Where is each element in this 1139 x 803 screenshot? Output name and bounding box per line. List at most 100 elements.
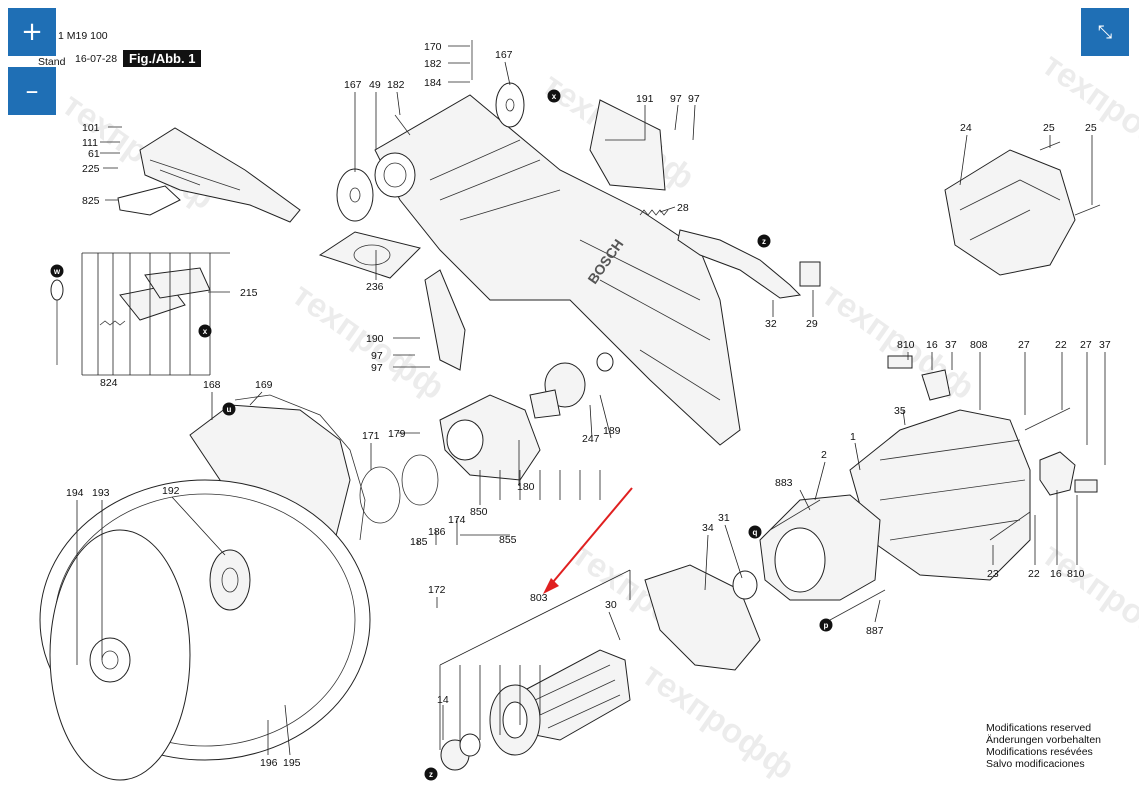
callout: 887: [866, 625, 884, 637]
brush-holder-part: [921, 369, 951, 401]
modifications-line: Modifications resévées: [986, 746, 1093, 758]
fit-to-screen-button[interactable]: ⤡: [1081, 8, 1129, 56]
callout: 180: [517, 481, 535, 493]
gear-housing-part: [944, 149, 1076, 276]
document-date: 16-07-28: [75, 53, 118, 65]
callout: 824: [100, 377, 118, 389]
plus-icon: +: [21, 17, 43, 47]
callout: 97: [688, 93, 700, 105]
ring-part: [359, 466, 401, 524]
svg-text:x: x: [203, 327, 208, 336]
callout: 61: [88, 148, 100, 160]
callout: 190: [366, 333, 384, 345]
reference-marks: x x w u z q p z: [50, 89, 833, 781]
callout: 31: [718, 512, 730, 524]
watermark: техпрофф: [635, 655, 801, 787]
callout: 247: [582, 433, 600, 445]
callout: 32: [765, 318, 777, 330]
callout: 111: [82, 137, 98, 149]
callout: 30: [605, 599, 617, 611]
callout-labels: 170 182 184 167 167 49 182 191 97 97 101…: [66, 41, 1111, 769]
callout: 171: [362, 430, 380, 442]
watermark: техпрофф: [1035, 535, 1139, 667]
callout: 825: [82, 195, 100, 207]
document-number: 1 M19 100: [58, 30, 108, 42]
modifications-line: Modifications reserved: [986, 722, 1092, 734]
callout: 167: [495, 49, 513, 61]
callout: 803: [530, 592, 548, 604]
washer-part: [336, 168, 374, 222]
guard-link-part: [234, 394, 366, 541]
modifications-line: Salvo modificaciones: [986, 758, 1085, 770]
callout: 195: [283, 757, 301, 769]
zoom-in-button[interactable]: +: [8, 8, 56, 56]
brush-holder-part: [1039, 451, 1076, 496]
callout: 16: [926, 339, 938, 351]
callout: 37: [945, 339, 957, 351]
callout: 184: [424, 77, 442, 89]
stand-label: Stand: [38, 56, 66, 68]
rail-part: [424, 269, 466, 371]
callout: 97: [371, 350, 383, 362]
brush-part: [1074, 479, 1098, 493]
gear-shaft-part: [529, 352, 614, 419]
callout: 25: [1085, 122, 1097, 134]
callout: 1: [850, 431, 856, 443]
callout: 810: [1067, 568, 1085, 580]
callout: 22: [1055, 339, 1067, 351]
callout: 27: [1018, 339, 1030, 351]
callout: 97: [670, 93, 682, 105]
svg-text:u: u: [227, 405, 232, 414]
svg-text:q: q: [753, 528, 758, 537]
ring-part: [401, 454, 439, 506]
callout: 2: [821, 449, 827, 461]
bracket-part: [589, 99, 666, 191]
callout: 174: [448, 514, 466, 526]
callout: 196: [260, 757, 278, 769]
reference-mark-u: u: [222, 402, 236, 416]
callout: 22: [1028, 568, 1040, 580]
callout: 169: [255, 379, 273, 391]
bearing-part: [732, 570, 758, 600]
callout: 23: [987, 568, 999, 580]
collapse-arrows-icon: ⤡: [1097, 21, 1113, 43]
lever-part: [677, 229, 802, 299]
callout: 172: [428, 584, 446, 596]
callout: 25: [1043, 122, 1055, 134]
callout: 49: [369, 79, 381, 91]
reference-mark-w: w: [50, 264, 64, 278]
svg-text:z: z: [762, 237, 766, 246]
leader-lines: [76, 45, 1106, 756]
blade-guard-part: [117, 127, 301, 223]
svg-text:z: z: [429, 770, 433, 779]
callout: 182: [424, 58, 442, 70]
stator-part: [849, 409, 1031, 581]
highlight-arrow: [543, 487, 633, 594]
callout: 34: [702, 522, 714, 534]
reference-mark-q: q: [748, 525, 762, 539]
callout: 24: [960, 122, 972, 134]
flange-part: [209, 549, 251, 611]
callout: 182: [387, 79, 405, 91]
svg-text:w: w: [53, 267, 61, 276]
callout: 29: [806, 318, 818, 330]
figure-label: Fig./Abb. 1: [123, 50, 202, 67]
callout: 186: [428, 526, 446, 538]
watermark: техпрофф: [1035, 45, 1139, 177]
washer-part: [495, 82, 525, 128]
callout: 28: [677, 202, 689, 214]
zoom-out-button[interactable]: –: [8, 67, 56, 115]
callout: 189: [603, 425, 621, 437]
reference-mark-x: x: [547, 89, 561, 103]
armature-part: [440, 649, 631, 771]
plate-part: [318, 231, 421, 279]
callout: 194: [66, 487, 84, 499]
motor-arm-part: BOSCH: [374, 94, 741, 446]
callout: 810: [897, 339, 915, 351]
callout: 170: [424, 41, 442, 53]
callout: 192: [162, 485, 180, 497]
modifications-line: Änderungen vorbehalten: [986, 734, 1102, 746]
callout: 168: [203, 379, 221, 391]
callout: 16: [1050, 568, 1062, 580]
